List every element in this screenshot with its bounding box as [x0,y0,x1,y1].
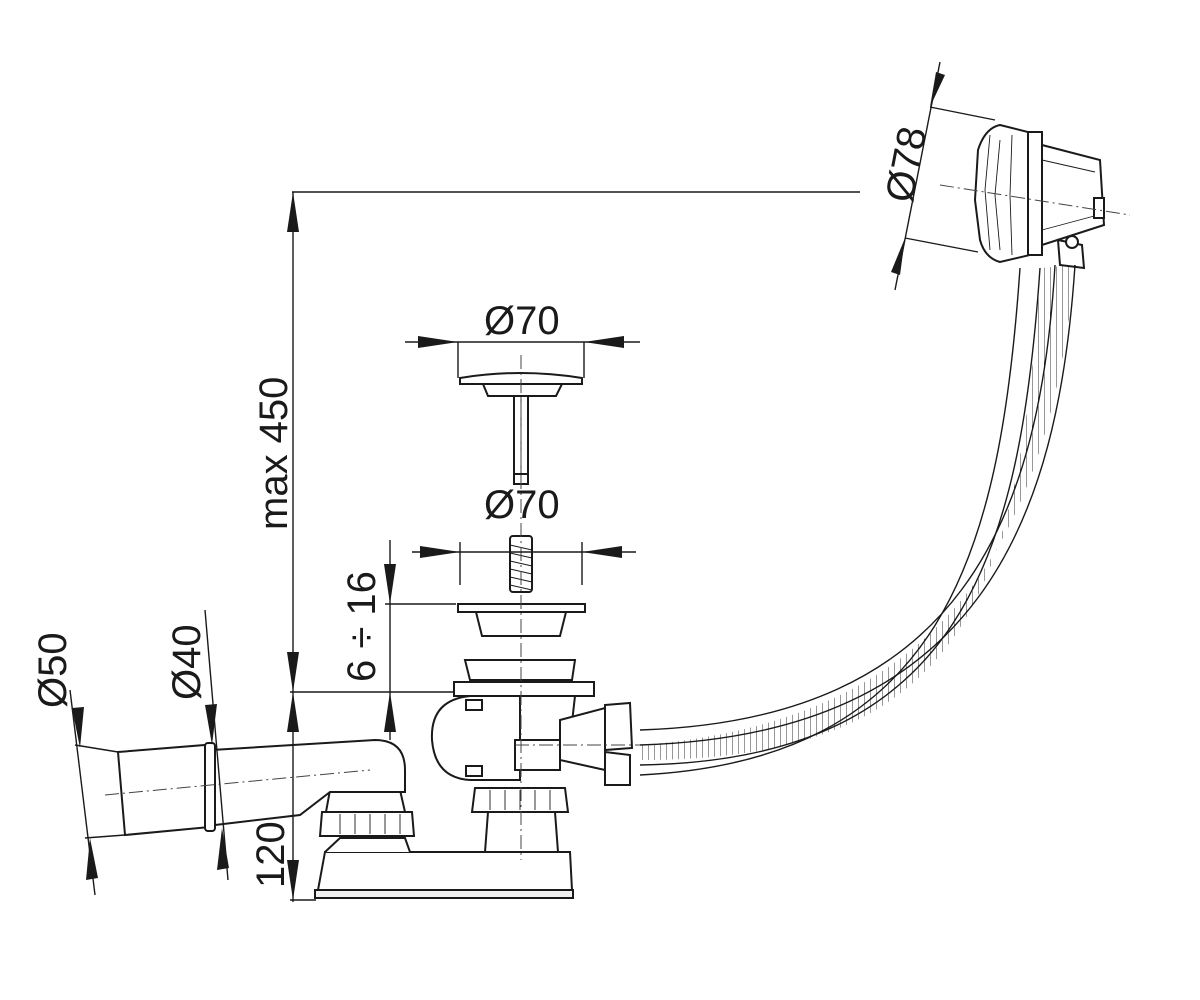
dimension-outlet-outer-diameter: Ø50 [31,632,126,896]
bath-thickness-label: 6 ÷ 16 [340,571,384,682]
strainer-diameter-label: Ø70 [484,483,560,527]
dimension-max-height: max 450 [252,191,860,902]
waste-body [430,659,634,853]
overflow-head [939,123,1131,270]
outlet-pipe [104,738,406,837]
fixing-screw [509,535,533,593]
outlet-outer-diameter-label: Ø50 [31,632,75,708]
trap-base [314,789,574,899]
flexible-hose [639,264,1076,776]
dimension-bath-thickness: 6 ÷ 16 [340,540,456,740]
centerlines [515,355,640,860]
dimension-plug-diameter: Ø70 [405,299,640,378]
trap-height-label: 120 [249,821,293,888]
overflow-diameter-label: Ø78 [878,123,936,206]
max-height-label: max 450 [252,377,296,530]
dimension-strainer-diameter: Ø70 [412,483,636,585]
plug-diameter-label: Ø70 [484,299,560,343]
dimension-trap-height: 120 [249,692,316,901]
dimension-outlet-inner-diameter: Ø40 [165,609,229,881]
outlet-inner-diameter-label: Ø40 [165,624,209,700]
